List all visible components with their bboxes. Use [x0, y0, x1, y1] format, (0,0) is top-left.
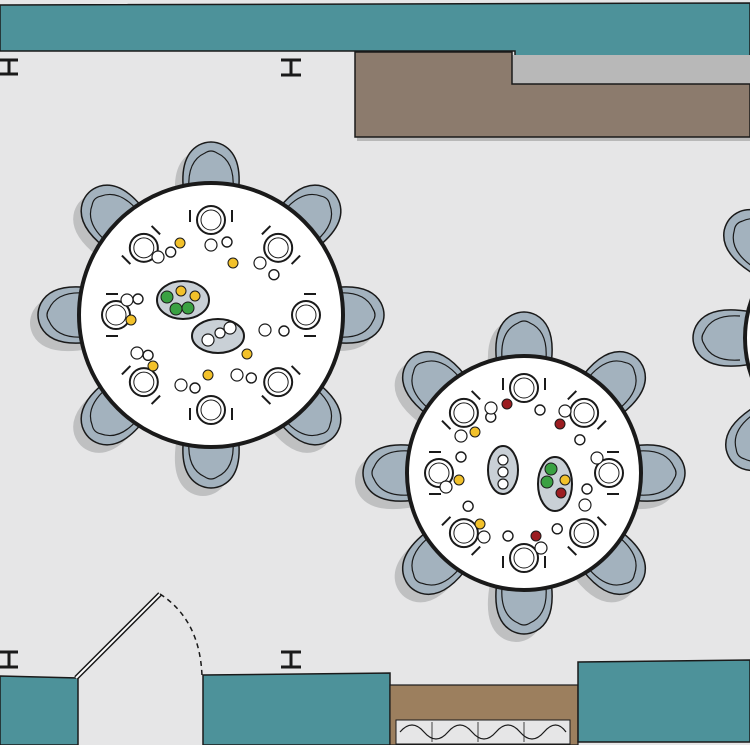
table-1-glasses: [120, 238, 272, 392]
radiator: [395, 719, 571, 745]
column-bottom-center: [281, 650, 301, 669]
table-2-platter-fruit: [537, 456, 573, 512]
table-1[interactable]: [30, 141, 385, 496]
table-2-glasses: [439, 401, 604, 555]
table-2-platter-plates: [487, 445, 519, 495]
bottom-wall-left: [0, 675, 79, 746]
column-top-left: [0, 58, 18, 76]
table-1-platter-plates: [191, 318, 245, 354]
table-2-accents: [453, 398, 566, 542]
table-3-top: [743, 298, 750, 378]
table-1-yellow-items: [125, 237, 253, 381]
table-1-platter-fruit: [156, 280, 210, 320]
table-3[interactable]: [692, 196, 750, 484]
bottom-wall-right: [577, 659, 750, 743]
bottom-floor-strip: [0, 745, 750, 750]
column-bottom-left: [0, 650, 18, 669]
table-2[interactable]: [355, 311, 686, 642]
swing-door[interactable]: [74, 592, 203, 680]
counter-top: [354, 51, 750, 138]
bottom-wall-middle: [202, 672, 391, 746]
column-top-center: [281, 58, 301, 77]
